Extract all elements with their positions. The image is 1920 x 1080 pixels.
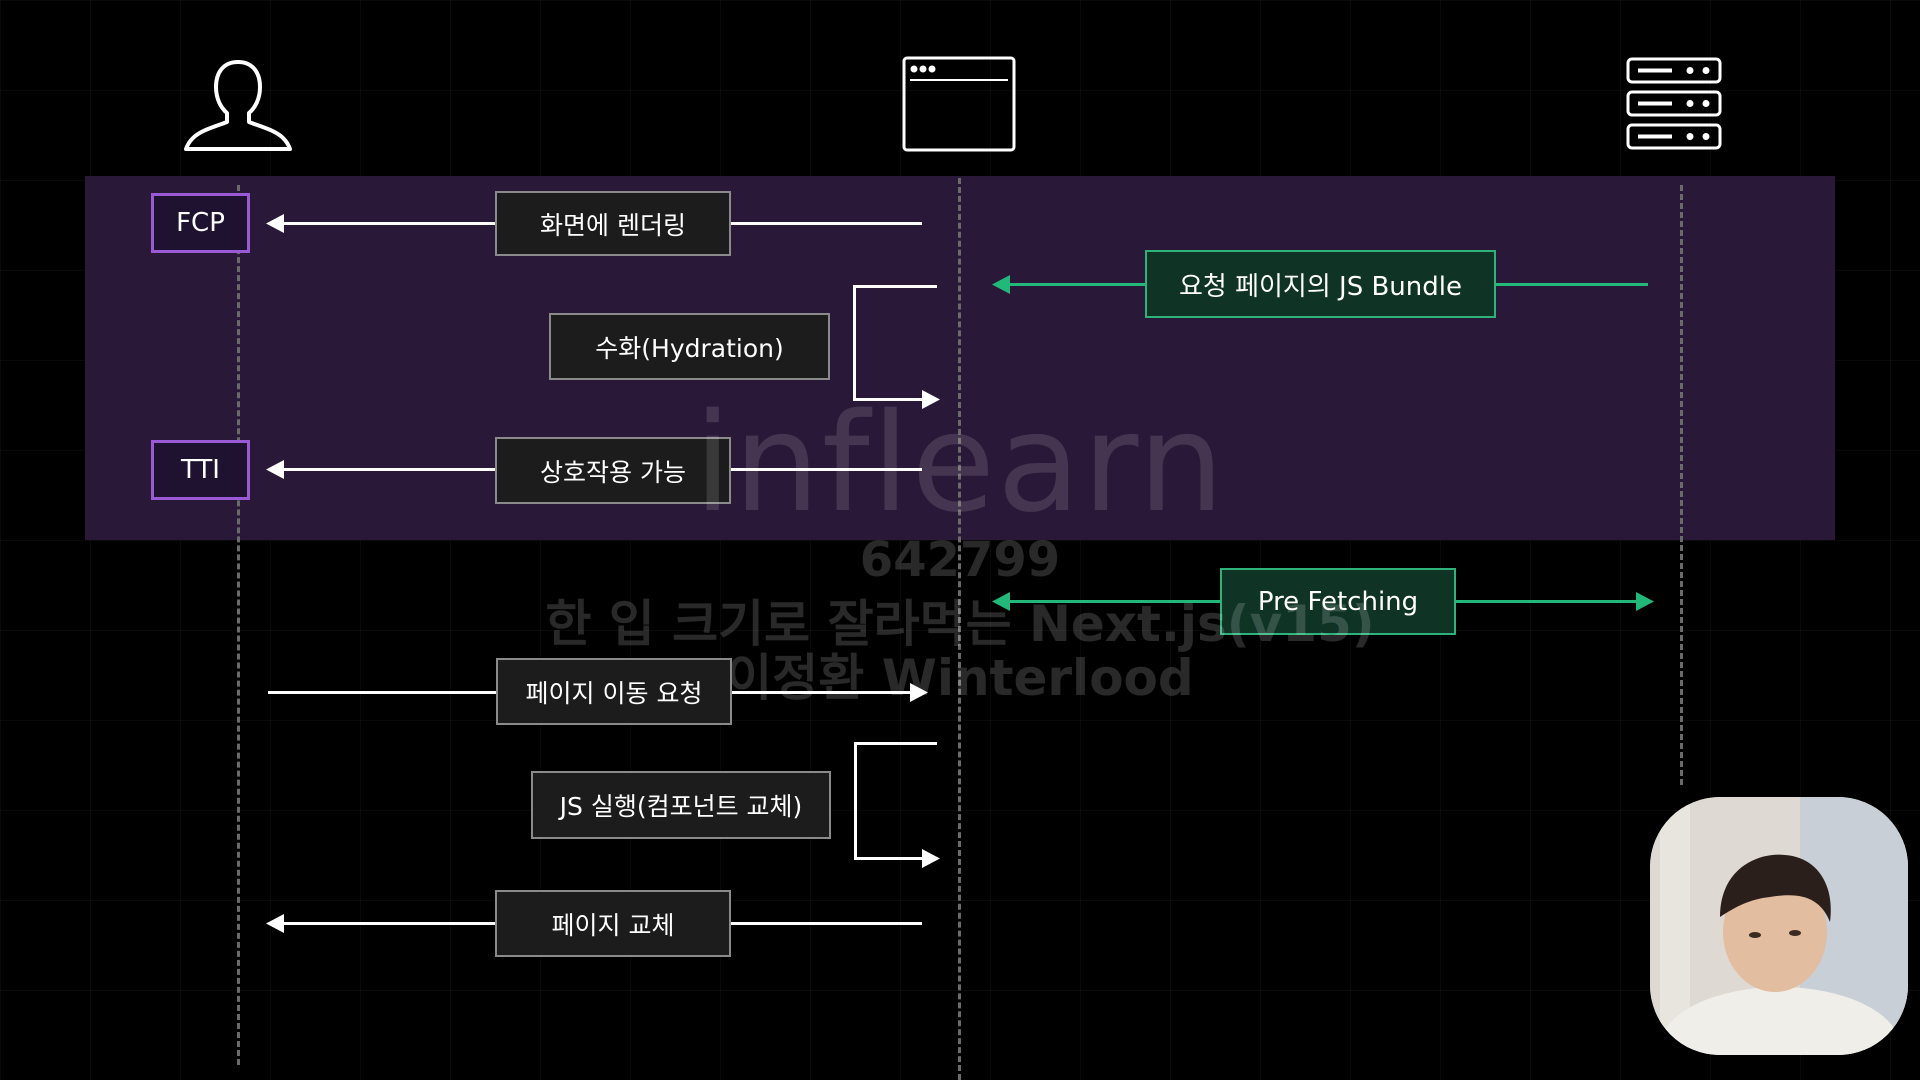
- browser-lifeline: [958, 178, 961, 1080]
- hydration-bracket-bottom: [853, 398, 927, 401]
- green-arrowhead-left: [992, 275, 1010, 294]
- page-replace-label: 페이지 교체: [495, 890, 731, 957]
- watermark-id: 642799: [859, 532, 1061, 588]
- arrowhead-left: [266, 460, 284, 479]
- hydration-bracket-side: [853, 285, 856, 401]
- watermark-course: 한 입 크기로 잘라먹는 Next.js(v15): [545, 595, 1375, 653]
- browser-window-icon: [902, 56, 1016, 152]
- js-execute-bracket-top: [854, 742, 937, 745]
- arrowhead-left: [266, 214, 284, 233]
- arrowhead-left: [266, 914, 284, 933]
- navigate-request-label: 페이지 이동 요청: [496, 658, 732, 725]
- arrowhead-right: [922, 849, 940, 868]
- js-bundle-label: 요청 페이지의 JS Bundle: [1145, 250, 1496, 318]
- presenter-webcam: [1650, 797, 1908, 1055]
- js-execute-label: JS 실행(컴포넌트 교체): [531, 771, 831, 839]
- watermark-brand: inflearn: [693, 385, 1227, 543]
- green-arrowhead-right: [1636, 592, 1654, 611]
- js-execute-bracket-side: [854, 742, 857, 860]
- green-arrowhead-left: [992, 592, 1010, 611]
- arrowhead-right: [910, 683, 928, 702]
- arrowhead-right: [922, 390, 940, 409]
- prefetch-label: Pre Fetching: [1220, 568, 1456, 635]
- presenter-image: [1650, 797, 1908, 1055]
- interactive-label: 상호작용 가능: [495, 437, 731, 504]
- render-label: 화면에 렌더링: [495, 191, 731, 256]
- hydration-label: 수화(Hydration): [549, 313, 830, 380]
- server-lifeline: [1680, 185, 1683, 785]
- server-icon: [1626, 57, 1722, 150]
- js-execute-bracket-bottom: [854, 857, 927, 860]
- hydration-bracket-top: [853, 285, 937, 288]
- user-lifeline: [237, 185, 240, 1065]
- watermark-author: 이정환 Winterlood: [726, 649, 1194, 707]
- fcp-badge: FCP: [151, 193, 250, 253]
- user-icon: [184, 60, 292, 151]
- tti-badge: TTI: [151, 440, 250, 500]
